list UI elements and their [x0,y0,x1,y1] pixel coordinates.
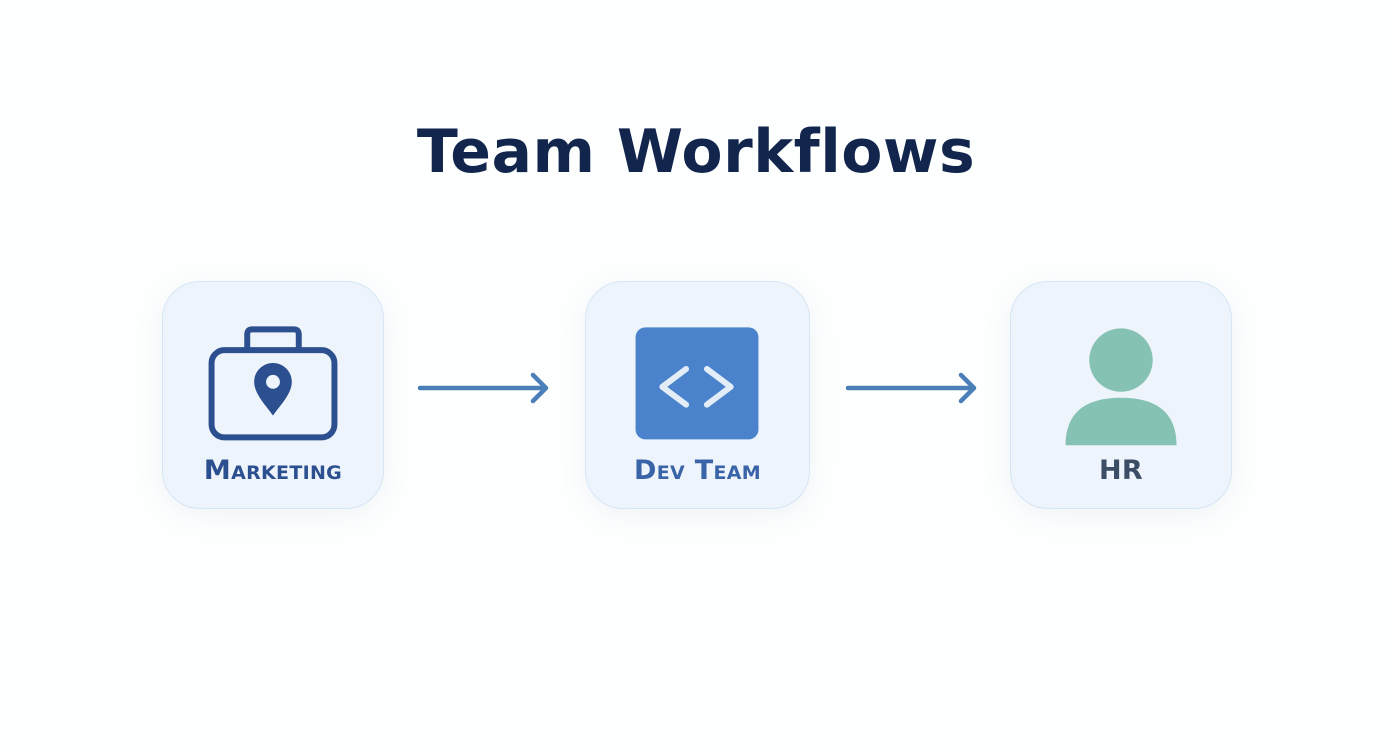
briefcase-location-icon [208,326,338,441]
arrow-right-icon [417,372,549,404]
page-title: Team Workflows [416,117,976,187]
node-label: Dev Team [634,455,761,486]
node-dev-team: Dev Team [585,281,810,509]
node-label: Marketing [203,455,343,486]
code-brackets-icon [635,327,759,440]
arrow-right-icon [845,372,977,404]
person-icon [1065,328,1177,446]
node-hr: HR [1010,281,1232,509]
node-label: HR [1099,455,1143,486]
node-marketing: Marketing [162,281,384,509]
